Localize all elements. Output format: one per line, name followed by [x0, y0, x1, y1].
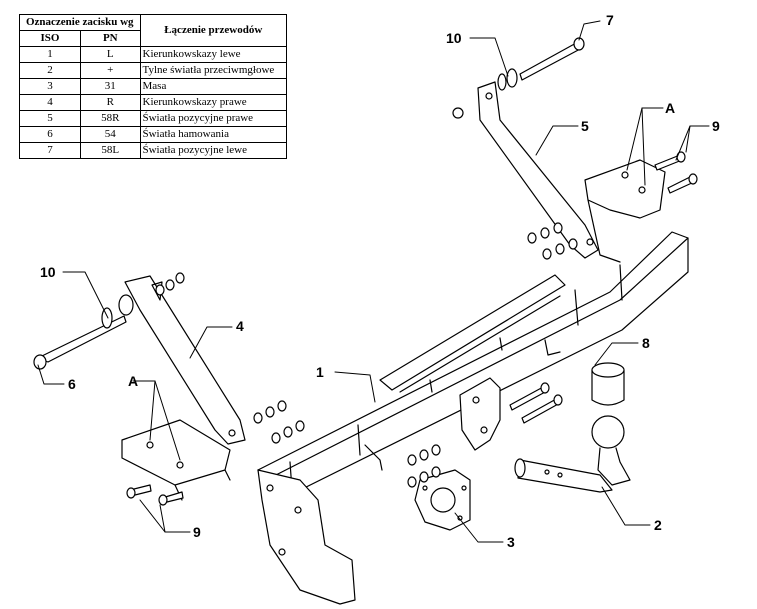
description-cell: Kierunkowskazy prawe: [139, 94, 287, 111]
callout-9-left: 9: [193, 524, 201, 540]
callout-3: 3: [507, 534, 515, 550]
callout-7: 7: [606, 12, 614, 28]
right-mounting-bracket: [584, 159, 666, 263]
arm-5: [477, 81, 599, 259]
arm-4: [124, 275, 246, 445]
ball-mount-plate: [459, 377, 501, 451]
table-row: 1 L Kierunkowskazy lewe: [18, 46, 287, 63]
pn-cell: 58L: [80, 142, 141, 159]
bolt-7: [497, 37, 585, 91]
nut-stack: [155, 107, 578, 444]
callout-9-right: 9: [712, 118, 720, 134]
callout-6: 6: [68, 376, 76, 392]
pn-cell: 58R: [80, 110, 141, 127]
callout-labels: 1 2 3 4 5 6 7 8 9 9 10 10 A A: [40, 12, 720, 550]
nuts-bottom: [407, 444, 441, 488]
description-cell: Kierunkowskazy lewe: [139, 46, 287, 63]
callout-8: 8: [642, 335, 650, 351]
table-row: 7 58L Światła pozycyjne lewe: [18, 142, 287, 159]
description-cell: Światła pozycyjne lewe: [139, 142, 287, 159]
table-row: 4 R Kierunkowskazy prawe: [18, 94, 287, 111]
callout-5: 5: [581, 118, 589, 134]
wiring-table: Oznaczenie zacisku wg Łączenie przewodów…: [18, 14, 287, 159]
callout-a-right: A: [665, 100, 675, 116]
tow-ball-2: [514, 362, 631, 493]
description-cell: Światła pozycyjne prawe: [139, 110, 287, 127]
callout-4: 4: [236, 318, 244, 334]
table-row: 5 58R Światła pozycyjne prawe: [18, 110, 287, 127]
callout-10-left: 10: [40, 264, 56, 280]
left-side-plate: [257, 469, 356, 605]
description-cell: Światła hamowania: [139, 126, 287, 143]
callout-a-left: A: [128, 373, 138, 389]
bolts-9-left: [126, 484, 184, 506]
callout-1: 1: [316, 364, 324, 380]
callout-2: 2: [654, 517, 662, 533]
description-cell: Masa: [139, 78, 287, 95]
callout-10-top: 10: [446, 30, 462, 46]
leader-lines: [37, 20, 710, 543]
table-row: 6 54 Światła hamowania: [18, 126, 287, 143]
bolt-6: [33, 294, 134, 370]
bolts-8: [509, 382, 563, 424]
bolts-9-right: [654, 151, 698, 194]
